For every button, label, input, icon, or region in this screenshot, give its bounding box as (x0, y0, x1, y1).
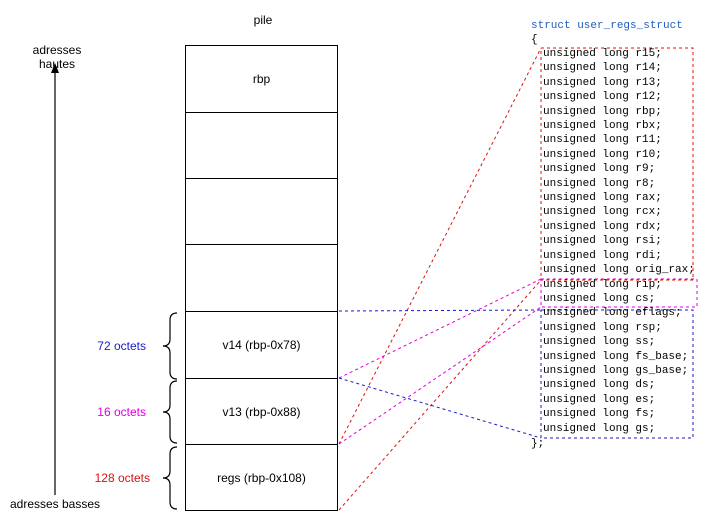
address-high-label: adresses hautes (32, 43, 82, 71)
regs-link-bottom (338, 279, 542, 511)
v14-field-group-box (540, 309, 694, 439)
struct-title: struct user_regs_struct (531, 20, 683, 32)
struct-field: unsigned long r13; (543, 76, 662, 89)
struct-field: unsigned long r15; (543, 48, 662, 60)
struct-field: unsigned long rax; (543, 192, 662, 205)
struct-field: unsigned long gs; (543, 422, 656, 435)
struct-field: unsigned long r11; (543, 134, 662, 147)
struct-field: unsigned long fs; (543, 408, 656, 421)
struct-field: unsigned long r10; (543, 148, 662, 161)
struct-field: unsigned long gs_base; (543, 364, 689, 377)
struct-field-list: unsigned long r15;unsigned long r14;unsi… (543, 47, 695, 436)
stack-cell-v14: v14 (rbp-0x78) (185, 311, 338, 379)
struct-field: unsigned long rsp; (543, 321, 662, 334)
size-label-16: 16 octets (97, 405, 146, 419)
stack-cell-rbp: rbp (185, 45, 338, 113)
size-label-128: 128 octets (94, 471, 150, 485)
struct-field: unsigned long r8; (543, 177, 656, 190)
address-low-label: adresses basses (9, 497, 101, 511)
stack-cell-empty-3 (185, 244, 338, 312)
struct-field: unsigned long cs; (543, 292, 656, 305)
struct-field: unsigned long rbp; (543, 105, 662, 118)
brace-16-octets (162, 380, 178, 444)
struct-field: unsigned long orig_rax; (543, 264, 695, 277)
struct-field: unsigned long es; (543, 393, 656, 406)
struct-close-brace: }; (531, 438, 545, 450)
stack-cell-empty-1 (185, 112, 338, 179)
v13-link-bottom (338, 306, 542, 445)
regs-link-top (338, 47, 542, 445)
struct-field: unsigned long rsi; (543, 235, 662, 248)
v14-link-top (338, 309, 542, 312)
struct-field: unsigned long r12; (543, 91, 662, 104)
struct-field: unsigned long rdx; (543, 220, 662, 233)
address-arrow-head (51, 63, 59, 73)
struct-field: unsigned long fs_base; (543, 350, 689, 363)
stack-cell-v13: v13 (rbp-0x88) (185, 378, 338, 445)
brace-72-octets (162, 312, 178, 380)
struct-field: unsigned long r14; (543, 62, 662, 75)
size-label-72: 72 octets (97, 339, 146, 353)
stack-cell-regs: regs (rbp-0x108) (185, 444, 338, 511)
v13-link-top (338, 278, 542, 379)
struct-field: unsigned long rbx; (543, 120, 662, 133)
struct-open-brace: { (531, 34, 538, 46)
struct-field: unsigned long eflags; (543, 307, 682, 320)
stack-cell-empty-2 (185, 178, 338, 245)
struct-field: unsigned long ds; (543, 379, 656, 392)
struct-field: unsigned long rip; (543, 278, 662, 291)
brace-128-octets (162, 446, 178, 510)
struct-field: unsigned long rdi; (543, 249, 662, 262)
v14-link-bottom (338, 377, 542, 439)
struct-field: unsigned long ss; (543, 336, 656, 349)
stack-title: pile (253, 13, 273, 27)
struct-field: unsigned long rcx; (543, 206, 662, 219)
v13-field-group-box (540, 278, 698, 308)
struct-field: unsigned long r9; (543, 163, 656, 176)
